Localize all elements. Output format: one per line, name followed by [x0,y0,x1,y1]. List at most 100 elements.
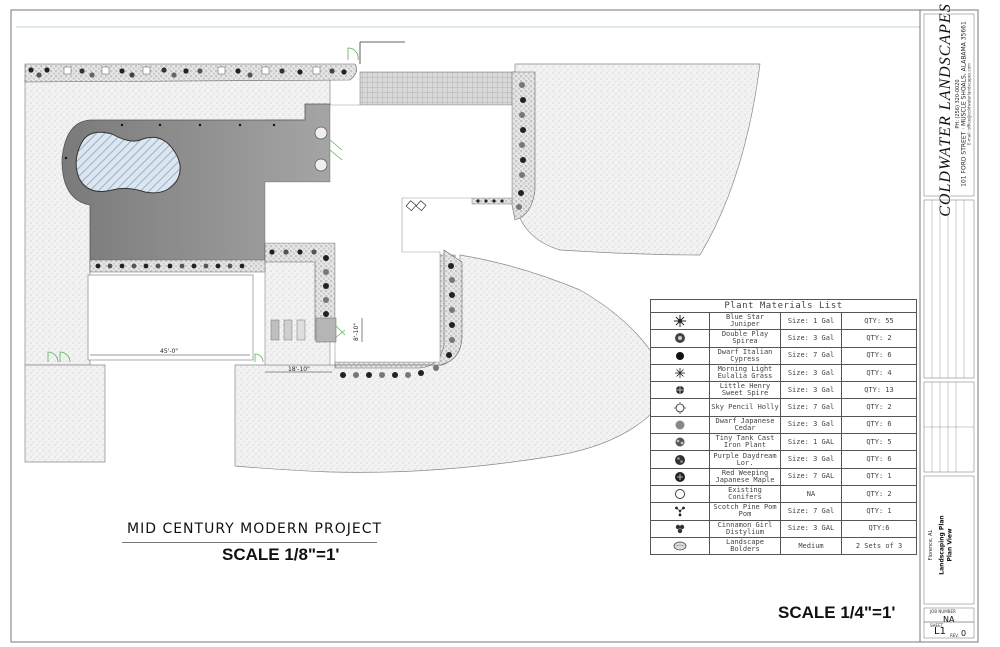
revision-number: 0 [961,629,967,638]
plant-quantity: QTY: 6 [866,455,892,464]
plan-view-label: Plan View [946,528,954,562]
plant-quantity: 2 Sets of 3 [855,541,903,550]
plant-size: Size: 3 Gal [781,382,842,399]
sheet-number: L1 [934,626,946,637]
plan-title: Landscaping Plan [938,515,946,575]
table-scale: SCALE 1/4"=1' [778,603,896,622]
plant-size: Size: 7 Gal [781,399,842,416]
sheet-label: SHEET [930,623,944,628]
planter-pot [314,126,328,140]
patio-lights [64,123,276,160]
plan-scale: SCALE 1/8"=1' [222,545,340,564]
company-name: COLDWATER LANDSCAPES [937,3,954,217]
entry-step [315,317,337,343]
project-title: MID CENTURY MODERN PROJECT [127,521,383,537]
project-location: Florence, AL [928,529,934,561]
plant-quantity: QTY: 6 [866,420,892,429]
plant-quantity: QTY: 55 [864,316,894,325]
plant-symbol-small-burst-icon [651,382,710,399]
door-swing [347,47,359,61]
plant-size: Size: 7 Gal [781,503,842,520]
plant-size: Size: 1 GAL [781,434,842,451]
door-swing [334,324,346,339]
plant-quantity: QTY: 2 [866,333,892,342]
plant-name: Scotch Pine Pom Pom [710,503,781,520]
stepping-stone [270,319,280,341]
door-swing [254,353,264,363]
lawn-right-upper [514,63,761,256]
dimension-label-18: 18'-10" [288,366,310,373]
plant-quantity: QTY: 6 [866,351,892,360]
plant-quantity: QTY:6 [868,524,890,533]
bed-north [24,63,357,83]
plant-symbol-maple-icon [651,468,710,485]
dimension-label-45: 45'-0" [160,348,178,355]
plant-name: Morning Light Eulalia Grass [710,364,781,382]
plant-quantity: QTY: 5 [866,437,892,446]
revision-label: REV. [950,633,959,638]
plants-patio-south [95,263,245,269]
plant-size: NA [781,485,842,503]
job-number: NA [943,615,955,624]
plant-size: Size: 3 Gal [781,451,842,468]
plant-name: Purple Daydream Lor. [710,451,781,468]
plant-size: Size: 7 Gal [781,347,842,364]
door-swing [47,351,71,363]
plants-east-bed [476,82,526,210]
plant-symbol-star-burst-icon [651,313,710,330]
stepping-stone [283,319,293,341]
plant-symbol-flower-icon [651,330,710,347]
plant-name: Red Weeping Japanese Maple [710,468,781,485]
garage-slab [87,274,254,361]
patio-chair [405,200,417,212]
plant-size: Size: 3 Gal [781,364,842,382]
plant-size: Size: 3 Gal [781,330,842,347]
plant-quantity: QTY: 2 [866,489,892,498]
plant-symbol-grass-burst-icon [651,364,710,382]
plant-name: Existing Conifers [710,485,781,503]
plant-list-title: Plant Materials List [651,300,916,313]
plant-quantity: QTY: 1 [866,506,892,515]
company-phone: PH: (256) 320-0020 [955,79,961,129]
plant-symbol-leafy-icon [651,434,710,451]
plant-size: Size: 7 GAL [781,468,842,485]
patio-chair [415,200,427,212]
plant-symbol-leafy-dark-icon [651,451,710,468]
plant-size: Size: 3 GAL [781,520,842,537]
plant-name: Blue Star Juniper [710,313,781,330]
plant-quantity: QTY: 2 [866,403,892,412]
plant-symbol-cluster-icon [651,520,710,537]
plant-name: Dwarf Japanese Cedar [710,416,781,434]
plant-name: Little Henry Sweet Spire [710,382,781,399]
plant-size: Size: 3 Gal [781,416,842,434]
plant-name: Cinnamon Girl Distylium [710,520,781,537]
plant-quantity: QTY: 13 [864,385,894,394]
plant-name: Tiny Tank Cast Iron Plant [710,434,781,451]
plants-north-bed [28,66,347,78]
plant-symbol-boulder-icon [651,537,710,555]
bed-patio-south [89,259,266,273]
plants-entry-bed [269,249,329,317]
plant-symbol-gray-dot-icon [651,416,710,434]
plant-quantity: QTY: 4 [866,368,892,377]
plant-symbol-outline-circle-icon [651,485,710,503]
house-outline [264,104,513,363]
plant-list-row: Purple Daydream Lor.Size: 3 Gal QTY: 6 [651,451,916,469]
job-number-label: JOB NUMBER [930,609,956,614]
plants-south-bed [340,263,455,378]
plant-size: Size: 1 Gal [781,313,842,330]
plant-symbol-outline-burst-icon [651,399,710,416]
paver-walkway [359,71,516,106]
